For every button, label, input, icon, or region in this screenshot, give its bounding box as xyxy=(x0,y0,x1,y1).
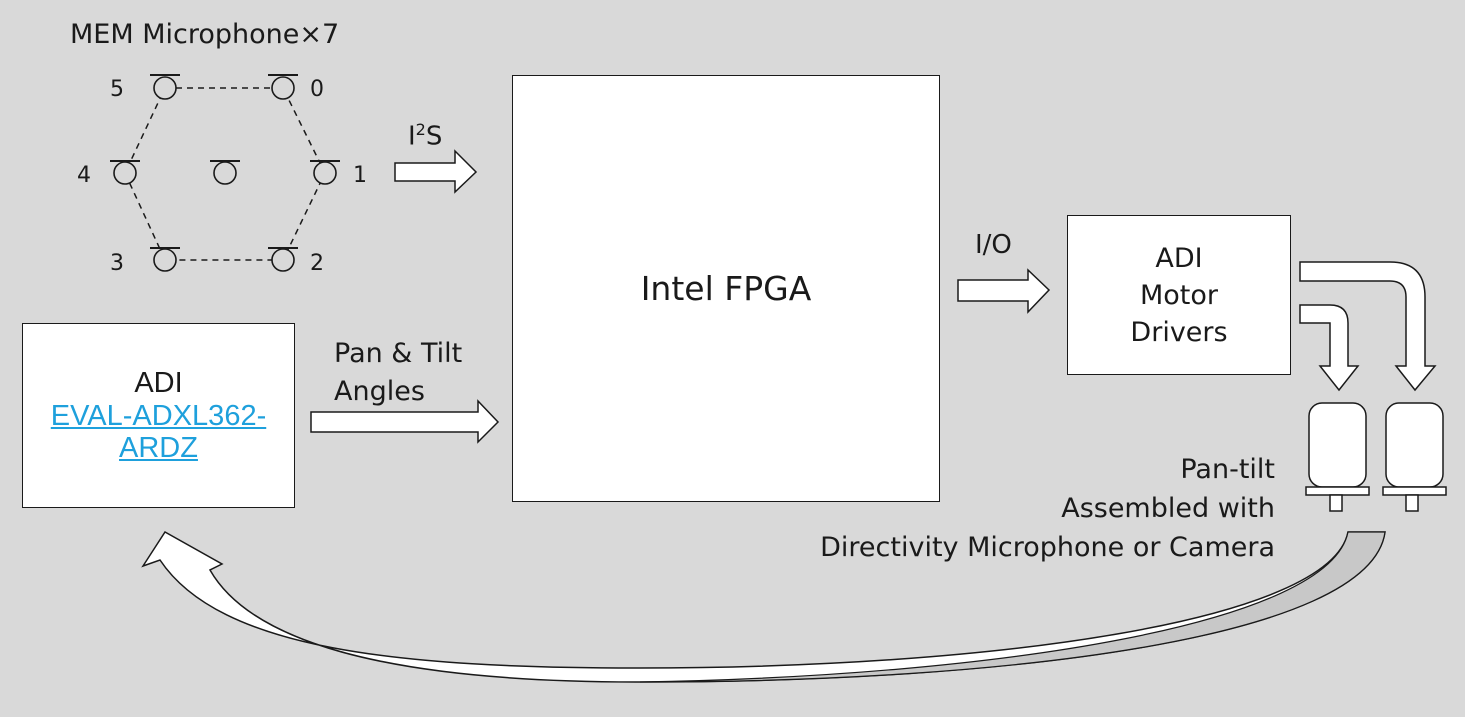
microphone-5 xyxy=(150,74,180,100)
sensor-brand: ADI xyxy=(134,367,183,399)
fpga-box: Intel FPGA xyxy=(512,75,940,502)
mic-label-2: 2 xyxy=(310,251,324,276)
fpga-label: Intel FPGA xyxy=(640,269,812,308)
sensor-box: ADI EVAL-ADXL362- ARDZ xyxy=(22,323,295,508)
pan-tilt-angles-line1: Pan & Tilt xyxy=(334,338,463,369)
motor-right xyxy=(1382,402,1447,512)
microphone-0 xyxy=(268,74,298,100)
pan-tilt-angles-line2: Angles xyxy=(334,376,425,407)
feedback-return-arrow-shade xyxy=(639,531,1386,683)
i2s-label-superscript: 2 xyxy=(415,120,426,139)
motor-drive-arrow-left xyxy=(1299,304,1360,392)
assembly-caption-line2: Assembled with xyxy=(1061,493,1275,524)
assembly-caption-line3: Directivity Microphone or Camera xyxy=(820,532,1275,563)
motor-drivers-line2: Motor xyxy=(1139,279,1219,311)
io-arrow xyxy=(957,268,1051,314)
motor-left xyxy=(1305,402,1370,512)
i2s-label-tail: S xyxy=(425,121,443,152)
assembly-caption-line1: Pan-tilt xyxy=(1180,454,1275,485)
i2s-label-main: I xyxy=(408,121,416,152)
motor-drivers-line3: Drivers xyxy=(1130,316,1228,348)
motor-drive-arrow-right xyxy=(1299,261,1437,392)
motor-drivers-box: ADI Motor Drivers xyxy=(1067,215,1291,375)
mic-array-title: MEM Microphone×7 xyxy=(70,19,340,50)
sensor-part-link-line1[interactable]: EVAL-ADXL362- xyxy=(50,400,267,432)
microphone-3 xyxy=(150,247,180,272)
motor-drivers-line1: ADI xyxy=(1155,242,1203,274)
mic-label-5: 5 xyxy=(110,77,124,102)
mic-label-1: 1 xyxy=(353,163,367,188)
sensor-part-link-line2[interactable]: ARDZ xyxy=(119,432,198,464)
mic-label-3: 3 xyxy=(110,251,124,276)
pan-tilt-angles-arrow xyxy=(310,399,500,444)
i2s-label: I2S xyxy=(408,113,442,154)
i2s-arrow xyxy=(394,149,478,194)
mic-label-0: 0 xyxy=(310,77,324,102)
microphone-2 xyxy=(268,247,298,272)
microphone-center xyxy=(210,160,240,185)
assembly-caption: Pan-tilt Assembled with Directivity Micr… xyxy=(820,450,1275,567)
io-label: I/O xyxy=(975,230,1012,260)
microphone-4 xyxy=(110,160,140,185)
mic-label-4: 4 xyxy=(77,163,91,188)
pan-tilt-angles-label: Pan & Tilt Angles xyxy=(334,335,462,411)
microphone-1 xyxy=(310,160,340,185)
